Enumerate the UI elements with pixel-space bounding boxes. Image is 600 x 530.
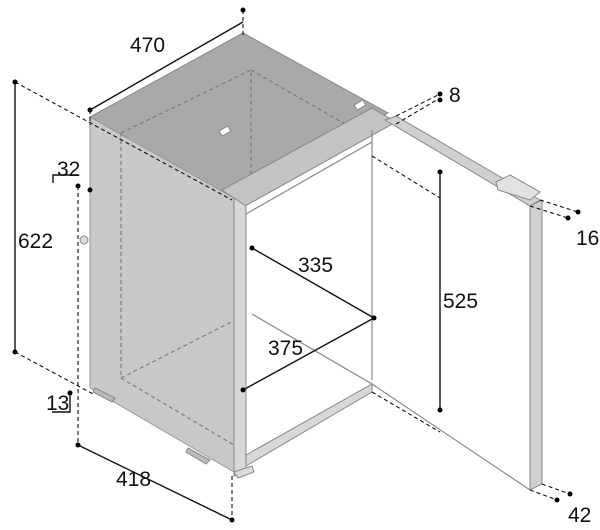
label-interior-width: 375 bbox=[268, 337, 303, 360]
door-handle bbox=[495, 174, 541, 201]
label-base-depth: 418 bbox=[116, 468, 151, 491]
label-side-offset: 32 bbox=[57, 158, 80, 181]
dimension-lines bbox=[12, 7, 581, 523]
latch-slot bbox=[353, 99, 367, 111]
label-interior-height: 525 bbox=[443, 290, 478, 313]
label-foot-height: 13 bbox=[46, 392, 69, 415]
fridge-body bbox=[79, 32, 398, 479]
side-fitting bbox=[79, 235, 89, 245]
hidden-edges-top2 bbox=[250, 69, 353, 129]
hidden-floor bbox=[120, 314, 246, 379]
hidden-edges-top bbox=[120, 69, 252, 200]
front-left-jamb bbox=[233, 197, 247, 477]
door-edge bbox=[529, 199, 543, 491]
foot bbox=[92, 387, 116, 403]
label-top-flange: 8 bbox=[449, 84, 461, 107]
foot bbox=[185, 447, 211, 465]
label-door-thickness: 16 bbox=[576, 227, 599, 250]
foot bbox=[233, 465, 255, 479]
label-door-offset: 42 bbox=[568, 504, 591, 527]
opening-top-edge bbox=[245, 141, 373, 215]
dimension-labels: 470 622 32 13 418 335 375 525 8 16 42 bbox=[18, 34, 599, 527]
front-bottom-sill bbox=[245, 383, 373, 467]
label-interior-depth: 335 bbox=[298, 254, 333, 277]
label-overall-height: 622 bbox=[18, 230, 53, 253]
latch-slot bbox=[218, 125, 232, 137]
floor-edge bbox=[251, 313, 373, 385]
open-door bbox=[371, 115, 543, 491]
door-bottom-line bbox=[371, 383, 531, 491]
label-overall-depth: 470 bbox=[130, 34, 165, 57]
